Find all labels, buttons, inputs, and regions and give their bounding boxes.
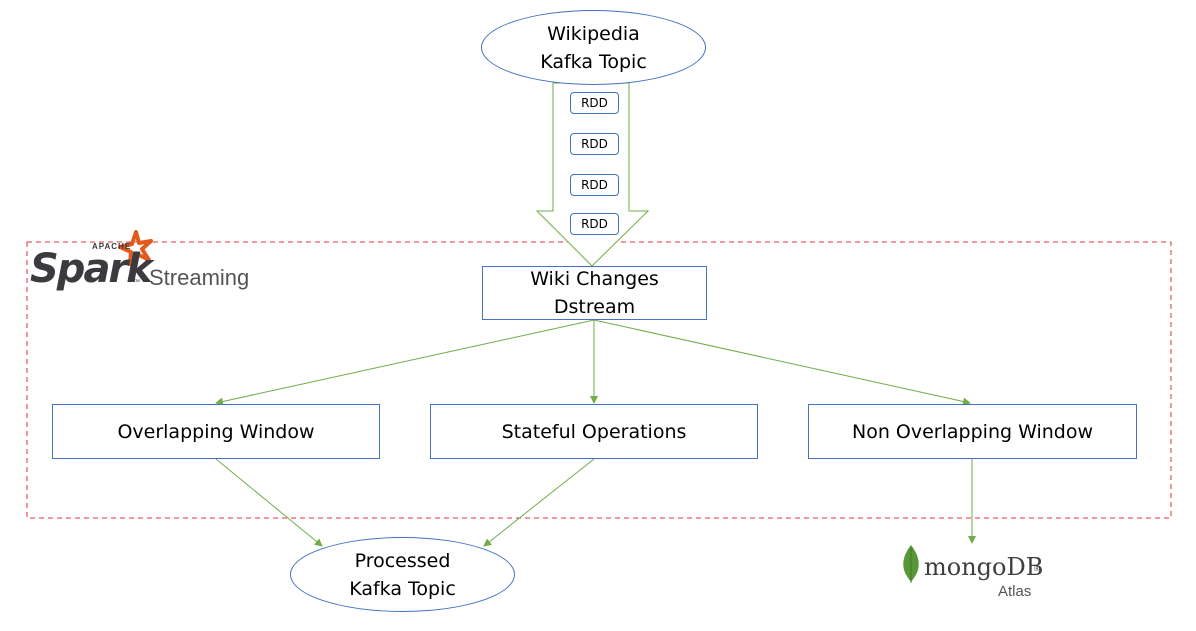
rdd-box[interactable]: RDD xyxy=(570,174,619,196)
processed-kafka-topic-line1: Processed xyxy=(354,549,451,572)
mongodb-registered: ® xyxy=(1034,564,1040,573)
wikipedia-kafka-topic-line1: Wikipedia xyxy=(547,22,640,45)
processed-kafka-topic-node[interactable]: Processed Kafka Topic xyxy=(290,537,515,612)
arrow-dstream-to-overlapping xyxy=(215,319,595,406)
arrow-overlapping-to-kafka xyxy=(215,458,323,547)
dstream-line1: Wiki Changes xyxy=(530,268,659,290)
arrow-stateful-to-kafka xyxy=(483,458,595,547)
spark-tm: ™ xyxy=(133,279,140,286)
stateful-operations-node[interactable]: Stateful Operations xyxy=(430,404,758,459)
arrow-dstream-to-non-overlapping xyxy=(593,319,971,406)
wikipedia-kafka-topic-node[interactable]: Wikipedia Kafka Topic xyxy=(481,10,706,85)
wikipedia-kafka-topic-line2: Kafka Topic xyxy=(540,50,647,73)
wiki-changes-dstream-node[interactable]: Wiki Changes Dstream xyxy=(482,266,707,320)
spark-streaming-label: Streaming xyxy=(149,265,250,290)
rdd-box[interactable]: RDD xyxy=(570,213,619,235)
spark-star-icon xyxy=(118,230,153,266)
rdd-box[interactable]: RDD xyxy=(570,133,619,155)
overlapping-window-node[interactable]: Overlapping Window xyxy=(52,404,380,459)
non-overlapping-window-node[interactable]: Non Overlapping Window xyxy=(808,404,1137,459)
dstream-line2: Dstream xyxy=(553,296,636,318)
mongodb-leaf-icon xyxy=(903,545,919,583)
mongodb-atlas-logo[interactable]: mongoDB ® Atlas xyxy=(898,544,1058,604)
spark-apache-label: APACHE xyxy=(92,242,132,251)
processed-kafka-topic-line2: Kafka Topic xyxy=(349,577,456,600)
rdd-box[interactable]: RDD xyxy=(570,92,619,114)
spark-wordmark: Spark xyxy=(30,246,153,292)
mongodb-atlas-label: Atlas xyxy=(998,583,1032,600)
mongodb-wordmark: mongoDB xyxy=(924,553,1044,581)
spark-streaming-logo: APACHE Spark ™ Streaming xyxy=(30,230,270,294)
